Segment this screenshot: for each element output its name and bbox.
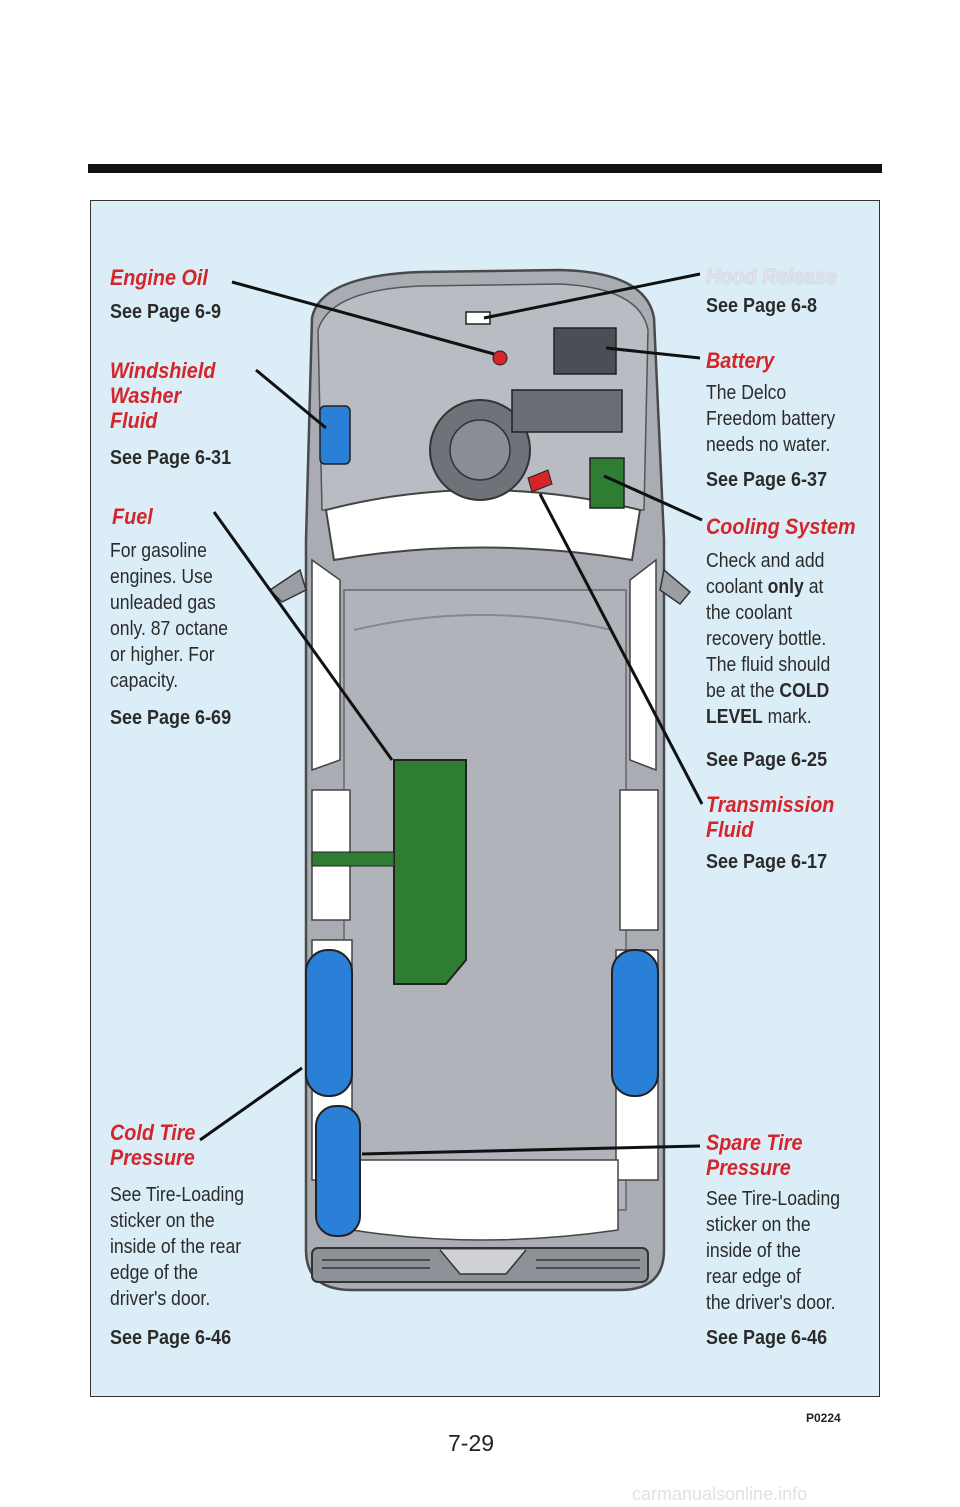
- cooling-system-label: Cooling System: [706, 514, 856, 539]
- cold-tire-text: See Tire-Loading sticker on the inside o…: [110, 1184, 245, 1310]
- spare-tire-page-ref: See Page 6-46: [706, 1327, 828, 1349]
- header-rule: [88, 164, 882, 173]
- fuel-text: For gasoline engines. Use unleaded gas o…: [110, 540, 229, 692]
- fuel-label: Fuel: [112, 504, 153, 529]
- cooling-text-only: only: [767, 576, 804, 598]
- engine-oil-page-ref: See Page 6-9: [110, 301, 222, 323]
- cooling-system-text: Check and add coolant only at the coolan…: [706, 548, 830, 730]
- blue-fluid-parts: [305, 405, 659, 1237]
- page-number: 7-29: [448, 1430, 495, 1456]
- engine-components: [429, 311, 623, 501]
- cold-tire-label: Cold Tire Pressure: [110, 1120, 196, 1170]
- battery-page-ref: See Page 6-37: [706, 469, 828, 491]
- transmission-label: Transmission Fluid: [706, 792, 835, 842]
- cooling-system-page-ref: See Page 6-25: [706, 749, 828, 771]
- battery-text: The Delco Freedom battery needs no water…: [706, 382, 836, 456]
- figure-code: P0224: [806, 1411, 841, 1425]
- washer-fluid-page-ref: See Page 6-31: [110, 447, 232, 469]
- battery-label: Battery: [706, 348, 775, 373]
- engine-oil-label: Engine Oil: [110, 265, 208, 290]
- transmission-page-ref: See Page 6-17: [706, 851, 828, 873]
- hood-release-page-ref: See Page 6-8: [706, 295, 818, 317]
- watermark: carmanualsonline.info: [632, 1484, 808, 1504]
- cooling-text-c: mark.: [762, 706, 812, 728]
- cooling-text-cold-level: COLD LEVEL: [706, 680, 830, 728]
- hood-release-label: Hood Release: [706, 264, 837, 289]
- spare-tire-label: Spare Tire Pressure: [706, 1130, 803, 1180]
- leader-lines: [199, 272, 704, 1156]
- washer-fluid-label: Windshield Washer Fluid: [110, 358, 216, 433]
- spare-tire-text: See Tire-Loading sticker on the inside o…: [706, 1188, 841, 1314]
- green-parts: [311, 457, 625, 985]
- cooling-text-a: Check and add coolant: [706, 550, 825, 598]
- cooling-text-b: at the coolant recovery bottle. The flui…: [706, 576, 831, 702]
- cold-tire-page-ref: See Page 6-46: [110, 1327, 232, 1349]
- fuel-page-ref: See Page 6-69: [110, 707, 232, 729]
